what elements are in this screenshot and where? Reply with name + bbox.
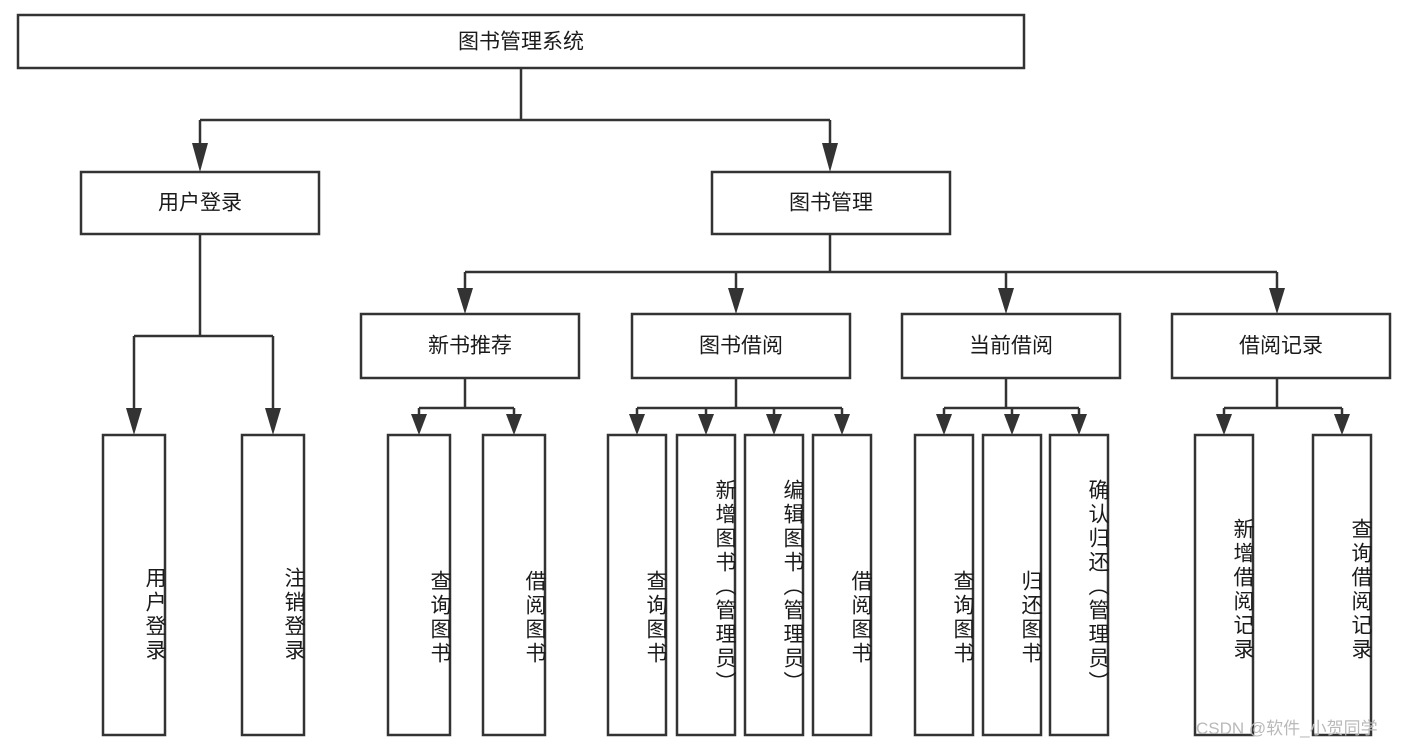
leaf-box-add-book-admin[interactable] <box>675 433 737 737</box>
leaf-box-borrow-book[interactable] <box>811 433 873 737</box>
arrow-head-newbook-leaf1 <box>411 414 427 435</box>
node-box-new-book-recommend[interactable] <box>359 312 581 380</box>
leaf-box-user-login[interactable] <box>101 433 167 737</box>
boxes-layer <box>16 13 1392 737</box>
arrow-head-record-leaf1 <box>1216 414 1232 435</box>
node-box-root[interactable] <box>16 13 1026 70</box>
leaf-box-add-borrow-record[interactable] <box>1193 433 1255 737</box>
arrow-head-leaf-user-logout <box>265 408 281 435</box>
arrow-head-borrow <box>728 288 744 314</box>
arrow-head-record-leaf2 <box>1334 414 1350 435</box>
leaf-box-user-logout[interactable] <box>240 433 306 737</box>
node-label-book-management: 图书管理 <box>789 192 873 215</box>
node-label-book-borrow: 图书借阅 <box>699 335 783 358</box>
arrow-head-record <box>1269 288 1285 314</box>
csdn-watermark: CSDN @软件_小贺同学 <box>1196 719 1378 738</box>
node-label-borrow-record: 借阅记录 <box>1239 335 1323 358</box>
arrow-head-user-login <box>192 143 208 172</box>
arrow-head-borrow-leaf1 <box>629 414 645 435</box>
horizontal-labels-layer: 图书管理系统 用户登录 图书管理 新书推荐 图书借阅 当前借阅 借阅记录 <box>158 31 1323 358</box>
connectors-layer <box>126 68 1350 435</box>
arrow-head-current-leaf3 <box>1071 414 1087 435</box>
node-box-book-borrow[interactable] <box>630 312 852 380</box>
leaf-box-query-book-newbook[interactable] <box>386 433 452 737</box>
node-label-root: 图书管理系统 <box>458 31 584 54</box>
leaf-box-confirm-return-admin[interactable] <box>1048 433 1110 737</box>
leaf-box-borrow-book-newbook[interactable] <box>481 433 547 737</box>
arrow-head-current-leaf2 <box>1004 414 1020 435</box>
arrow-head-leaf-user-login <box>126 408 142 435</box>
leaf-box-edit-book-admin[interactable] <box>743 433 805 737</box>
arrow-head-borrow-leaf4 <box>834 414 850 435</box>
leaf-box-query-borrow-record[interactable] <box>1311 433 1373 737</box>
node-label-current-borrow: 当前借阅 <box>969 335 1053 358</box>
leaf-box-query-book-current[interactable] <box>913 433 975 737</box>
leaf-box-return-book[interactable] <box>981 433 1043 737</box>
arrow-head-current-leaf1 <box>936 414 952 435</box>
arrow-head-newbook <box>457 288 473 314</box>
arrow-head-borrow-leaf3 <box>766 414 782 435</box>
leaf-box-query-book-borrow[interactable] <box>606 433 668 737</box>
arrow-head-newbook-leaf2 <box>506 414 522 435</box>
node-box-user-login[interactable] <box>79 170 321 236</box>
arrow-head-borrow-leaf2 <box>698 414 714 435</box>
node-label-user-login: 用户登录 <box>158 192 242 215</box>
arrow-head-book-manage <box>822 143 838 172</box>
arrow-head-current <box>998 288 1014 314</box>
node-box-book-management[interactable] <box>710 170 952 236</box>
node-label-new-book-recommend: 新书推荐 <box>428 335 512 358</box>
node-box-current-borrow[interactable] <box>900 312 1122 380</box>
node-box-borrow-record[interactable] <box>1170 312 1392 380</box>
